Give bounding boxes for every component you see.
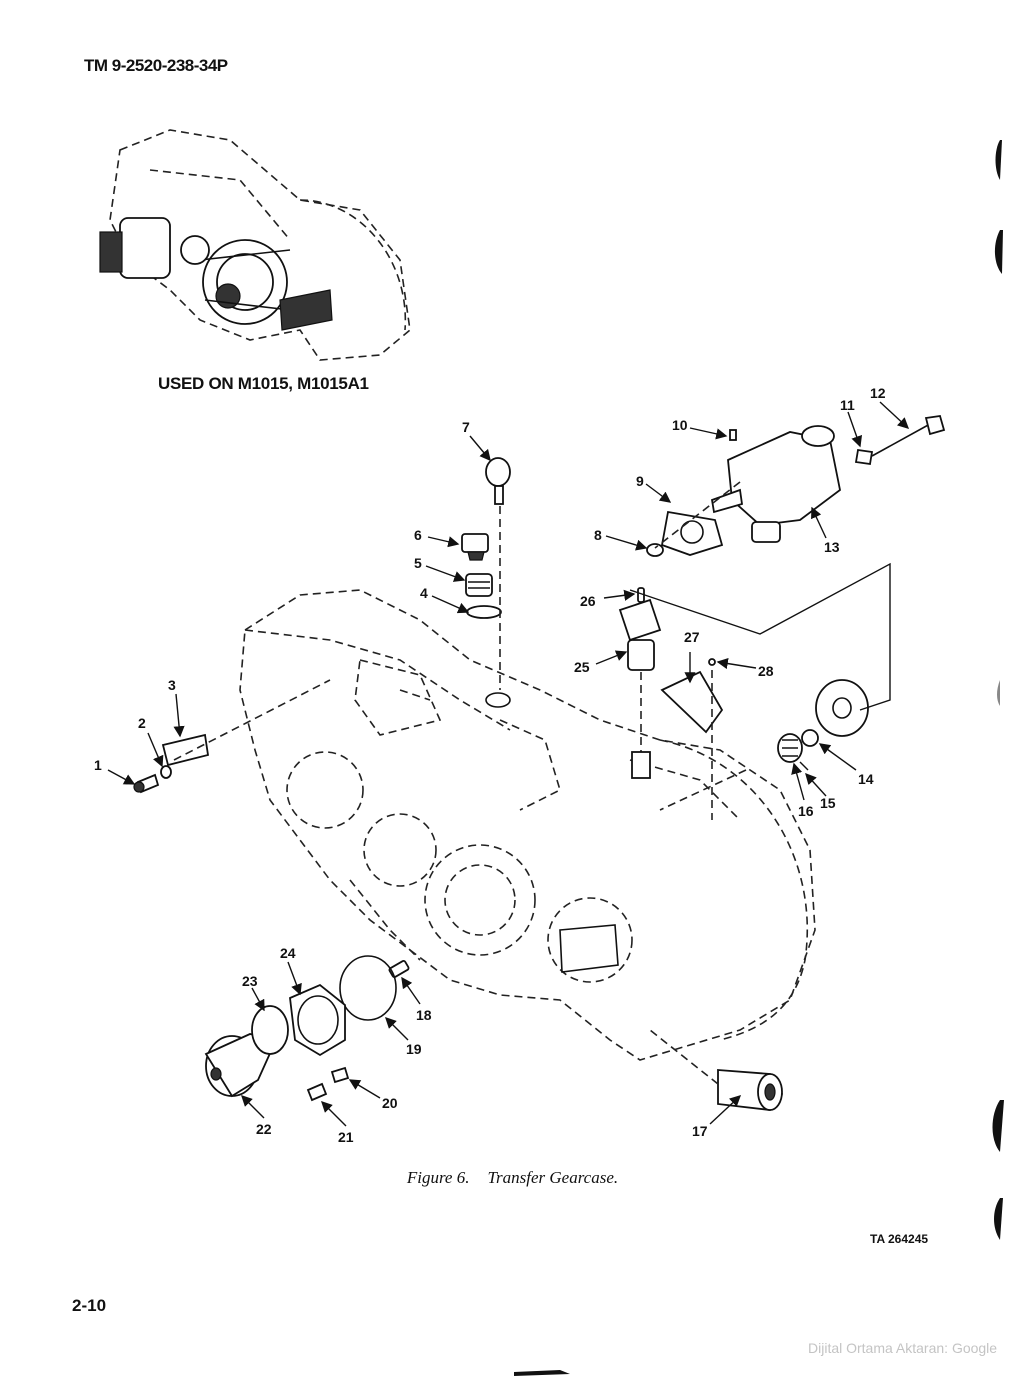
callout-16: 16: [798, 803, 814, 819]
plug-5: [465, 573, 493, 597]
pin-28: [708, 658, 716, 666]
callout-11: 11: [840, 397, 855, 413]
sleeve-17: [717, 1069, 784, 1111]
bolt-1: [133, 773, 160, 794]
ta-number: TA 264245: [870, 1232, 929, 1246]
callout-labels: 1 2 3 4 5 6 7 8 9 10 11 12 13 14 15 16 1…: [94, 385, 886, 1145]
callout-7: 7: [462, 419, 470, 435]
callout-19: 19: [406, 1041, 422, 1057]
gear-16: [777, 733, 803, 763]
callout-2: 2: [138, 715, 146, 731]
gasket-9: [660, 510, 724, 556]
gear-plate: [815, 679, 869, 737]
bolt-12: [871, 414, 946, 457]
sensor-25: [618, 598, 662, 779]
callout-25: 25: [574, 659, 590, 675]
figure-caption: Figure 6. Transfer Gearcase.: [0, 1168, 1025, 1188]
callout-17: 17: [692, 1123, 708, 1139]
callout-8: 8: [594, 527, 602, 543]
page-number: 2-10: [72, 1296, 107, 1315]
callout-5: 5: [414, 555, 422, 571]
bolt-21: [306, 1082, 328, 1102]
retainer-24: [289, 983, 346, 1057]
gasket-4: [466, 605, 502, 619]
scan-watermark: Dijital Ortama Aktaran: Google: [808, 1340, 998, 1356]
washer-8: [646, 543, 664, 557]
callout-18: 18: [416, 1007, 432, 1023]
washer-11: [854, 448, 874, 466]
document-id: TM 9-2520-238-34P: [84, 56, 228, 75]
callout-4: 4: [420, 585, 428, 601]
snap-ring-15: [799, 761, 809, 771]
cover-plate-3: [161, 733, 210, 767]
callout-26: 26: [580, 593, 596, 609]
key-10: [729, 429, 737, 441]
bottom-edge-mark: [514, 1370, 570, 1376]
callout-23: 23: [242, 973, 258, 989]
washer-2: [160, 765, 172, 779]
callout-21: 21: [338, 1129, 354, 1145]
callout-9: 9: [636, 473, 644, 489]
pump-13: [710, 425, 841, 543]
inset-assembly-drawing: [99, 129, 411, 361]
leader-arrows: [107, 401, 910, 1127]
cap-6: [461, 533, 489, 561]
callout-24: 24: [280, 945, 296, 961]
figure-title: Transfer Gearcase.: [487, 1168, 619, 1187]
gasket-27: [660, 670, 724, 734]
callout-28: 28: [758, 663, 774, 679]
callout-3: 3: [168, 677, 176, 693]
bolt-18: [388, 960, 410, 978]
callout-12: 12: [870, 385, 886, 401]
dipstick-7: [485, 457, 511, 690]
seal-23: [251, 1005, 289, 1055]
callout-14: 14: [858, 771, 874, 787]
figure-number: Figure 6.: [406, 1168, 470, 1187]
callout-6: 6: [414, 527, 422, 543]
inset-caption: USED ON M1015, M1015A1: [158, 374, 369, 393]
washer-20: [330, 1066, 350, 1084]
callout-13: 13: [824, 539, 840, 555]
washer-14: [801, 729, 819, 747]
callout-1: 1: [94, 757, 102, 773]
callout-22: 22: [256, 1121, 272, 1137]
callout-10: 10: [672, 417, 688, 433]
binding-marks: [992, 140, 1004, 1240]
gearcase-housing: [239, 589, 816, 1061]
callout-27: 27: [684, 629, 700, 645]
callout-15: 15: [820, 795, 836, 811]
o-ring-19: [339, 955, 397, 1021]
callout-20: 20: [382, 1095, 398, 1111]
